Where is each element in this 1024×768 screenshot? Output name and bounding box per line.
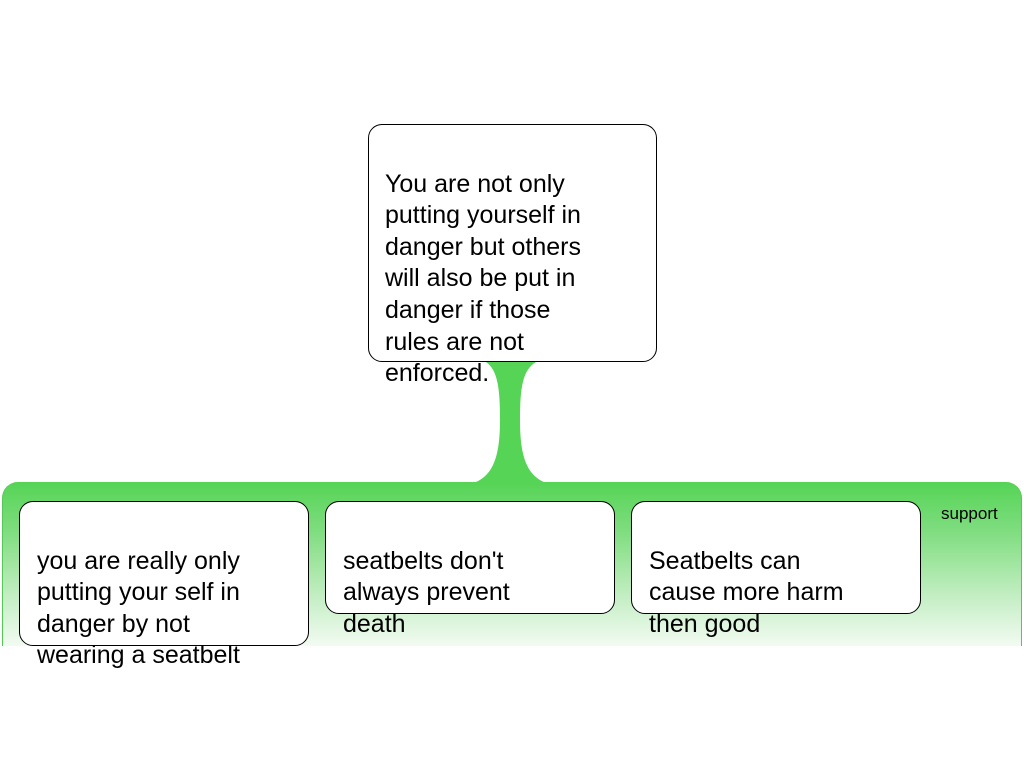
support-node-3[interactable]: Seatbelts can cause more harm then good: [631, 501, 921, 638]
support-node-3-text: Seatbelts can cause more harm then good: [649, 546, 844, 638]
main-claim-node[interactable]: You are not only putting yourself in dan…: [368, 124, 657, 387]
support-node-2[interactable]: seatbelts don't always prevent death: [325, 501, 615, 638]
main-claim-text: You are not only putting yourself in dan…: [385, 169, 581, 388]
connector-stem-path: [470, 362, 550, 484]
support-node-1-text: you are really only putting your self in…: [37, 546, 240, 670]
support-node-1[interactable]: you are really only putting your self in…: [19, 501, 309, 669]
support-group-label: support: [941, 504, 998, 523]
support-node-2-text: seatbelts don't always prevent death: [343, 546, 510, 638]
